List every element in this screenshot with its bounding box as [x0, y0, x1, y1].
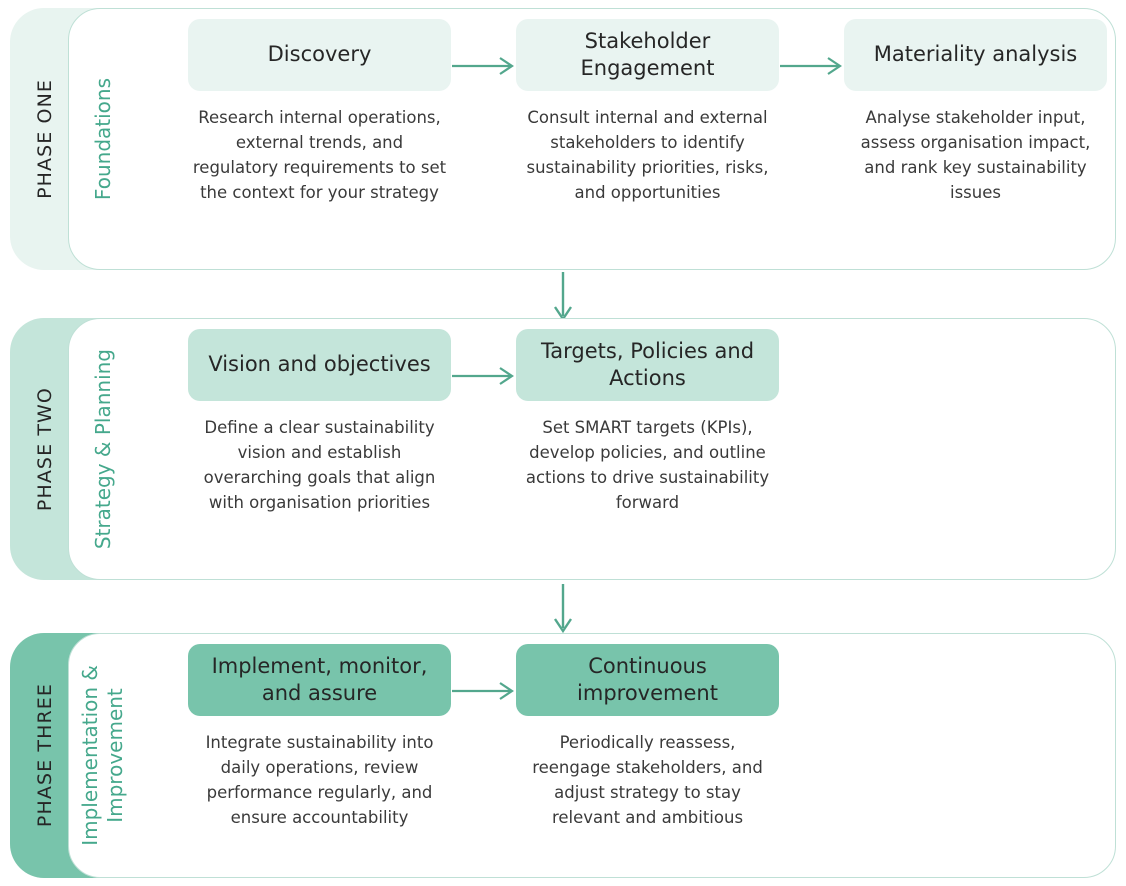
arrow-right-icon [452, 55, 516, 77]
phase-two-steps: Vision and objectives Define a clear sus… [131, 319, 1115, 579]
arrow-right-icon [452, 365, 516, 387]
phase-one-steps: Discovery Research internal operations, … [131, 9, 1115, 269]
phase-tab-label-one: PHASE ONE [34, 79, 56, 199]
arrow-down-icon [550, 584, 576, 634]
step-title: Discovery [188, 19, 451, 91]
arrow-right-icon [452, 680, 516, 702]
step-title: Stakeholder Engagement [516, 19, 779, 91]
phase-card-three: Implementation & Improvement Implement, … [68, 633, 1116, 878]
phase-tab-label-three: PHASE THREE [34, 683, 56, 828]
phase-three-steps: Implement, monitor, and assure Integrate… [131, 634, 1115, 877]
step-card[interactable]: Discovery Research internal operations, … [188, 19, 451, 205]
step-title: Targets, Policies and Actions [516, 329, 779, 401]
phase-row-one: PHASE ONE Foundations Discovery Research… [10, 8, 1116, 270]
step-title: Continuous improvement [516, 644, 779, 716]
step-card[interactable]: Vision and objectives Define a clear sus… [188, 329, 451, 515]
phase-subtitle-three: Implementation & Improvement [78, 665, 127, 846]
step-description: Periodically reassess, reengage stakehol… [532, 733, 763, 828]
phase-subtitle-wrap-two: Strategy & Planning [69, 319, 131, 579]
step-card[interactable]: Stakeholder Engagement Consult internal … [516, 19, 779, 205]
phase-row-two: PHASE TWO Strategy & Planning Vision and… [10, 318, 1116, 580]
phase-card-one: Foundations Discovery Research internal … [68, 8, 1116, 270]
phase-card-two: Strategy & Planning Vision and objective… [68, 318, 1116, 580]
step-description: Research internal operations, external t… [192, 108, 447, 203]
step-card[interactable]: Implement, monitor, and assure Integrate… [188, 644, 451, 830]
phase-subtitle-wrap-three: Implementation & Improvement [69, 634, 131, 877]
step-card[interactable]: Targets, Policies and Actions Set SMART … [516, 329, 779, 515]
arrow-down-icon [550, 272, 576, 322]
step-card[interactable]: Materiality analysis Analyse stakeholder… [844, 19, 1107, 205]
arrow-right-icon [780, 55, 844, 77]
step-description: Define a clear sustainability vision and… [203, 418, 436, 513]
step-description: Consult internal and external stakeholde… [526, 108, 769, 203]
step-description: Integrate sustainability into daily oper… [205, 733, 434, 828]
phase-subtitle-two: Strategy & Planning [90, 348, 115, 550]
phase-tab-label-two: PHASE TWO [34, 386, 56, 512]
phase-subtitle-wrap-one: Foundations [69, 9, 131, 269]
step-card[interactable]: Continuous improvement Periodically reas… [516, 644, 779, 830]
phase-row-three: PHASE THREE Implementation & Improvement… [10, 633, 1116, 878]
step-description: Analyse stakeholder input, assess organi… [860, 108, 1091, 203]
step-description: Set SMART targets (KPIs), develop polici… [525, 418, 770, 513]
phase-subtitle-one: Foundations [90, 77, 115, 201]
step-title: Vision and objectives [188, 329, 451, 401]
step-title: Materiality analysis [844, 19, 1107, 91]
step-title: Implement, monitor, and assure [188, 644, 451, 716]
